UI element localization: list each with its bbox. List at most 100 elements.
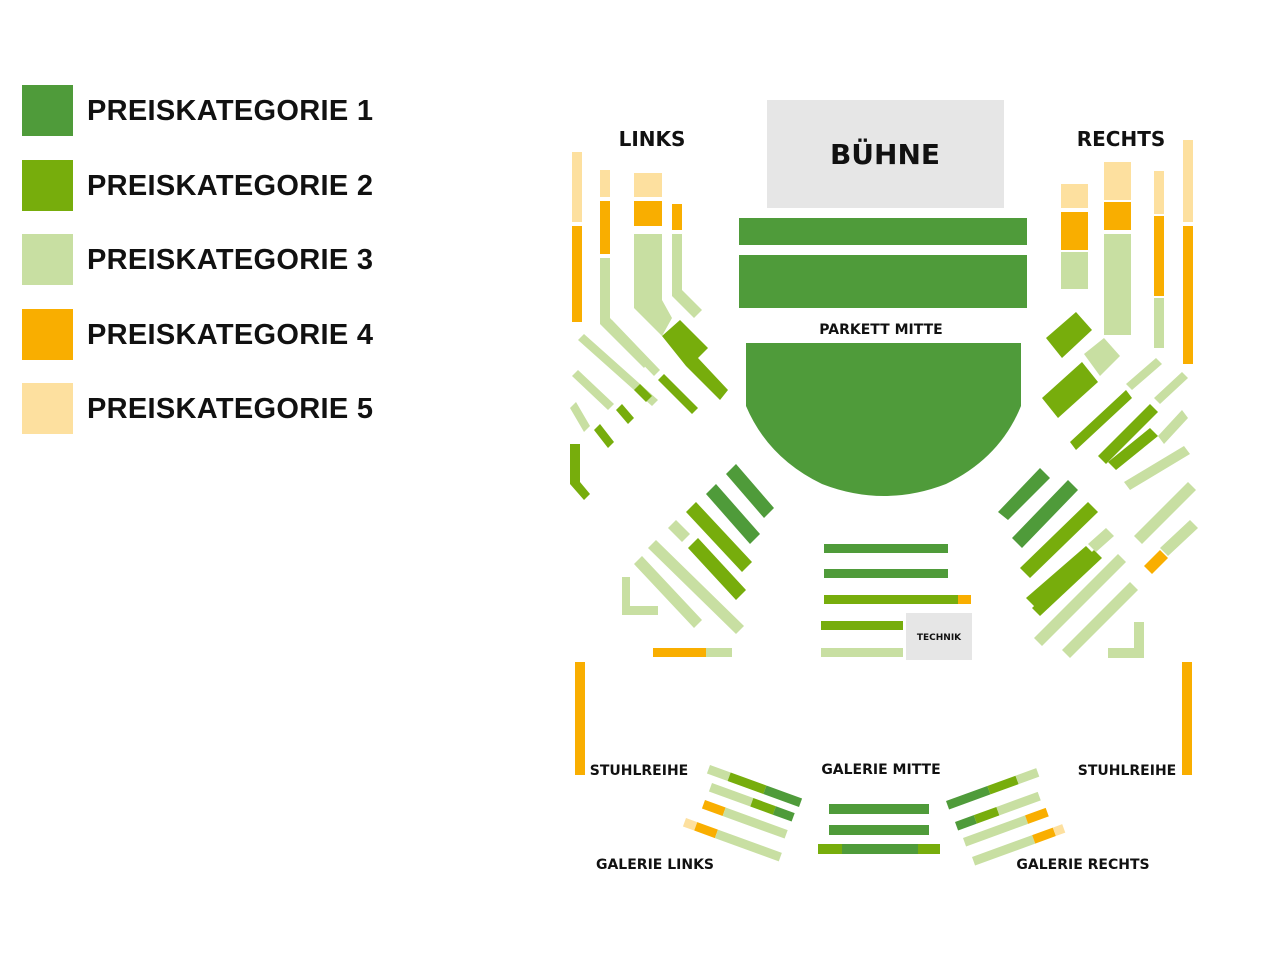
- seat-segment[interactable]: [682, 818, 698, 831]
- seat-block[interactable]: [662, 320, 728, 400]
- seat-row[interactable]: [842, 844, 918, 854]
- seat-segment[interactable]: [946, 785, 991, 810]
- seat-segment[interactable]: [708, 783, 754, 807]
- seat-segment[interactable]: [1025, 807, 1049, 824]
- seat-row[interactable]: [726, 464, 774, 518]
- seat-segment[interactable]: [963, 815, 1029, 847]
- seat-block[interactable]: [672, 234, 702, 318]
- seat-segment[interactable]: [722, 807, 788, 839]
- seat-block[interactable]: [706, 648, 732, 657]
- seat-row[interactable]: [821, 648, 903, 657]
- seat-block[interactable]: [622, 577, 658, 615]
- seat-row[interactable]: [946, 768, 1040, 810]
- seat-row[interactable]: [1160, 520, 1198, 556]
- seat-row[interactable]: [634, 556, 702, 628]
- seat-row[interactable]: [1154, 372, 1188, 404]
- seat-row[interactable]: [570, 444, 590, 500]
- seat-block[interactable]: [1108, 622, 1144, 658]
- seat-block[interactable]: [1104, 202, 1131, 230]
- seat-segment[interactable]: [987, 775, 1019, 795]
- seat-block[interactable]: [1046, 312, 1092, 358]
- seat-row[interactable]: [701, 800, 788, 839]
- seat-row[interactable]: [829, 825, 929, 835]
- seat-row[interactable]: [998, 468, 1050, 520]
- seat-row[interactable]: [1134, 482, 1196, 544]
- seat-segment[interactable]: [772, 806, 795, 822]
- seat-row[interactable]: [616, 404, 634, 424]
- seat-segment[interactable]: [701, 800, 726, 816]
- seat-row[interactable]: [708, 783, 795, 822]
- seat-row[interactable]: [1098, 404, 1158, 464]
- seat-row[interactable]: [824, 595, 958, 604]
- seat-block[interactable]: [1061, 184, 1088, 208]
- seat-segment[interactable]: [971, 835, 1036, 866]
- seat-segment[interactable]: [1052, 824, 1066, 837]
- seat-row[interactable]: [824, 569, 948, 578]
- seat-row[interactable]: [1020, 502, 1098, 578]
- seat-row[interactable]: [1124, 446, 1190, 490]
- seat-segment[interactable]: [706, 765, 731, 781]
- seat-block[interactable]: [634, 201, 662, 226]
- seat-row[interactable]: [824, 544, 948, 553]
- seat-row[interactable]: [668, 520, 690, 542]
- seat-row[interactable]: [1026, 546, 1096, 608]
- seat-row[interactable]: [955, 791, 1041, 831]
- seat-block[interactable]: [600, 201, 610, 254]
- stuhlreihe-left-block[interactable]: [575, 662, 585, 775]
- seat-block[interactable]: [1183, 140, 1193, 222]
- seat-block[interactable]: [1104, 162, 1131, 200]
- seat-block[interactable]: [1154, 216, 1164, 296]
- seat-segment[interactable]: [727, 772, 767, 794]
- seat-block[interactable]: [634, 173, 662, 197]
- seat-row[interactable]: [971, 824, 1066, 866]
- seat-row[interactable]: [706, 765, 803, 807]
- seat-block[interactable]: [600, 170, 610, 197]
- seat-row[interactable]: [1012, 480, 1078, 548]
- seat-segment[interactable]: [973, 806, 1000, 824]
- seat-segment[interactable]: [955, 815, 977, 831]
- seat-row[interactable]: [818, 844, 842, 854]
- seat-segment[interactable]: [1032, 827, 1056, 844]
- seat-row[interactable]: [1070, 390, 1132, 450]
- seat-row[interactable]: [1034, 554, 1126, 646]
- parkett-row[interactable]: [739, 218, 1027, 245]
- seat-block[interactable]: [672, 204, 682, 230]
- seat-row[interactable]: [1144, 550, 1168, 574]
- seat-block[interactable]: [1154, 171, 1164, 214]
- seat-row[interactable]: [648, 540, 744, 634]
- seat-row[interactable]: [572, 370, 614, 410]
- seat-row[interactable]: [1126, 358, 1162, 390]
- seat-row[interactable]: [688, 538, 746, 600]
- seat-block[interactable]: [1084, 338, 1120, 376]
- seat-segment[interactable]: [694, 822, 718, 839]
- seat-block[interactable]: [1154, 298, 1164, 348]
- seat-segment[interactable]: [714, 829, 782, 862]
- parkett-row[interactable]: [739, 255, 1027, 308]
- seat-segment[interactable]: [763, 785, 803, 807]
- seat-segment[interactable]: [750, 798, 776, 815]
- seat-block[interactable]: [634, 234, 672, 336]
- seat-row[interactable]: [686, 502, 752, 572]
- seat-row[interactable]: [706, 484, 760, 544]
- seat-row[interactable]: [1158, 410, 1188, 444]
- seat-block[interactable]: [1061, 212, 1088, 250]
- seat-block[interactable]: [572, 152, 582, 222]
- seat-block[interactable]: [1183, 226, 1193, 364]
- parkett-mitte-block[interactable]: [746, 343, 1021, 496]
- seat-row[interactable]: [918, 844, 940, 854]
- seat-block[interactable]: [1061, 252, 1088, 289]
- seat-row[interactable]: [682, 818, 782, 862]
- seat-row[interactable]: [594, 424, 614, 448]
- seat-row[interactable]: [821, 621, 903, 630]
- seat-row[interactable]: [829, 804, 929, 814]
- seat-row[interactable]: [963, 807, 1049, 847]
- seat-segment[interactable]: [1015, 768, 1040, 785]
- seat-block[interactable]: [653, 648, 706, 657]
- seat-row[interactable]: [1062, 582, 1138, 658]
- seat-row[interactable]: [634, 384, 652, 402]
- stuhlreihe-right-block[interactable]: [1182, 662, 1192, 775]
- seat-row[interactable]: [1108, 428, 1158, 470]
- seat-row[interactable]: [958, 595, 971, 604]
- seat-row[interactable]: [658, 374, 698, 414]
- seat-row[interactable]: [1032, 550, 1102, 616]
